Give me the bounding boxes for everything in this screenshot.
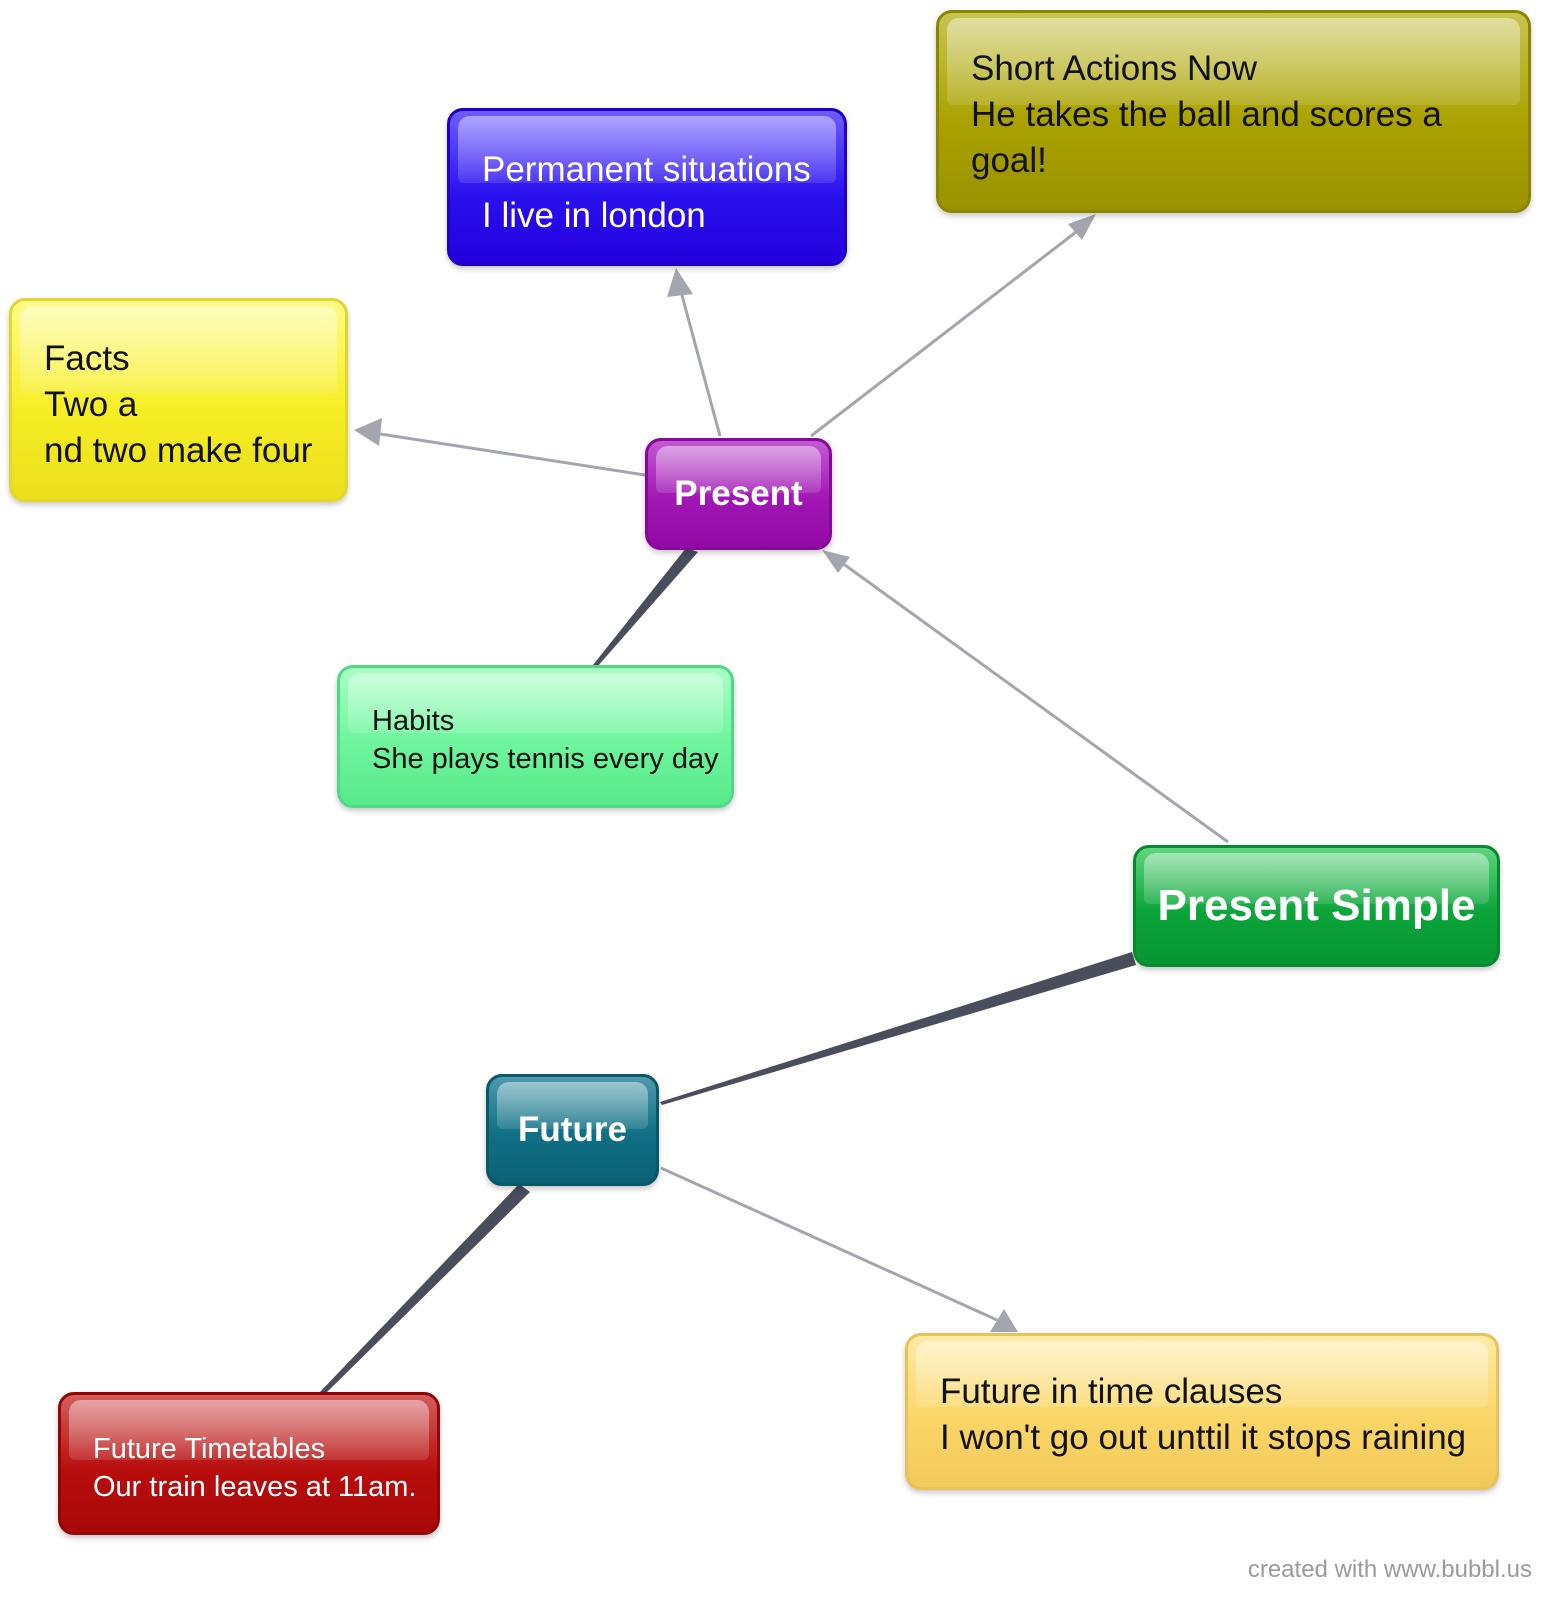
node-short-actions-title: Short Actions Now <box>971 49 1257 88</box>
node-permanent-text: Permanent situations I live in london <box>450 111 844 263</box>
node-short-actions-now[interactable]: Short Actions Now He takes the ball and … <box>936 10 1531 213</box>
node-facts[interactable]: Facts Two a nd two make four <box>9 298 348 502</box>
arrow-present-to-permanent <box>678 287 722 437</box>
node-facts-title: Facts <box>44 339 130 378</box>
node-future-timetables-text: Future Timetables Our train leaves at 11… <box>61 1395 437 1532</box>
node-habits-title: Habits <box>372 705 455 737</box>
node-permanent-example: I live in london <box>482 196 706 235</box>
node-future-clauses-title: Future in time clauses <box>940 1372 1283 1411</box>
arrow-present-to-facts <box>373 431 646 477</box>
arrowhead-facts <box>354 418 382 446</box>
node-future-in-time-clauses[interactable]: Future in time clauses I won't go out un… <box>905 1333 1499 1490</box>
node-future-label: Future <box>518 1110 627 1149</box>
node-permanent-situations[interactable]: Permanent situations I live in london <box>447 108 847 266</box>
node-future-clauses-example: I won't go out unttil it stops raining <box>940 1418 1467 1457</box>
arrowhead-short-actions <box>1068 214 1096 240</box>
node-present-simple-label: Present Simple <box>1157 881 1476 930</box>
node-facts-text: Facts Two a nd two make four <box>12 301 345 499</box>
node-short-actions-example-line-1: He takes the ball and scores a <box>971 95 1442 134</box>
connector-present-to-habits <box>593 548 698 667</box>
node-habits-example: She plays tennis every day <box>372 743 719 775</box>
node-future-timetables[interactable]: Future Timetables Our train leaves at 11… <box>58 1392 440 1535</box>
node-permanent-title: Permanent situations <box>482 150 811 189</box>
node-future-clauses-text: Future in time clauses I won't go out un… <box>908 1336 1496 1487</box>
arrow-future-to-clauses <box>660 1166 998 1322</box>
arrow-present-to-short-actions <box>810 230 1077 438</box>
node-future-timetables-title: Future Timetables <box>93 1433 326 1465</box>
node-future[interactable]: Future <box>486 1074 659 1186</box>
node-present-simple[interactable]: Present Simple <box>1133 845 1500 967</box>
node-present-label: Present <box>674 474 803 513</box>
node-habits[interactable]: Habits She plays tennis every day <box>337 665 734 808</box>
arrow-present-simple-to-present <box>837 558 1229 844</box>
node-short-actions-example-line-2: goal! <box>971 141 1047 180</box>
connector-future-to-timetables <box>319 1184 530 1396</box>
watermark-link[interactable]: created with www.bubbl.us <box>1247 1556 1532 1583</box>
arrowhead-future-clauses <box>990 1309 1018 1332</box>
arrowhead-permanent <box>667 268 693 297</box>
node-short-actions-text: Short Actions Now He takes the ball and … <box>939 13 1528 210</box>
node-present[interactable]: Present <box>645 438 832 550</box>
node-facts-example-line-1: Two a <box>44 385 138 424</box>
connector-present-simple-to-future <box>660 952 1136 1105</box>
node-facts-example-line-2: nd two make four <box>44 431 313 470</box>
node-future-timetables-example: Our train leaves at 11am. <box>93 1471 417 1503</box>
arrowhead-present <box>822 550 850 573</box>
node-habits-text: Habits She plays tennis every day <box>340 668 731 805</box>
